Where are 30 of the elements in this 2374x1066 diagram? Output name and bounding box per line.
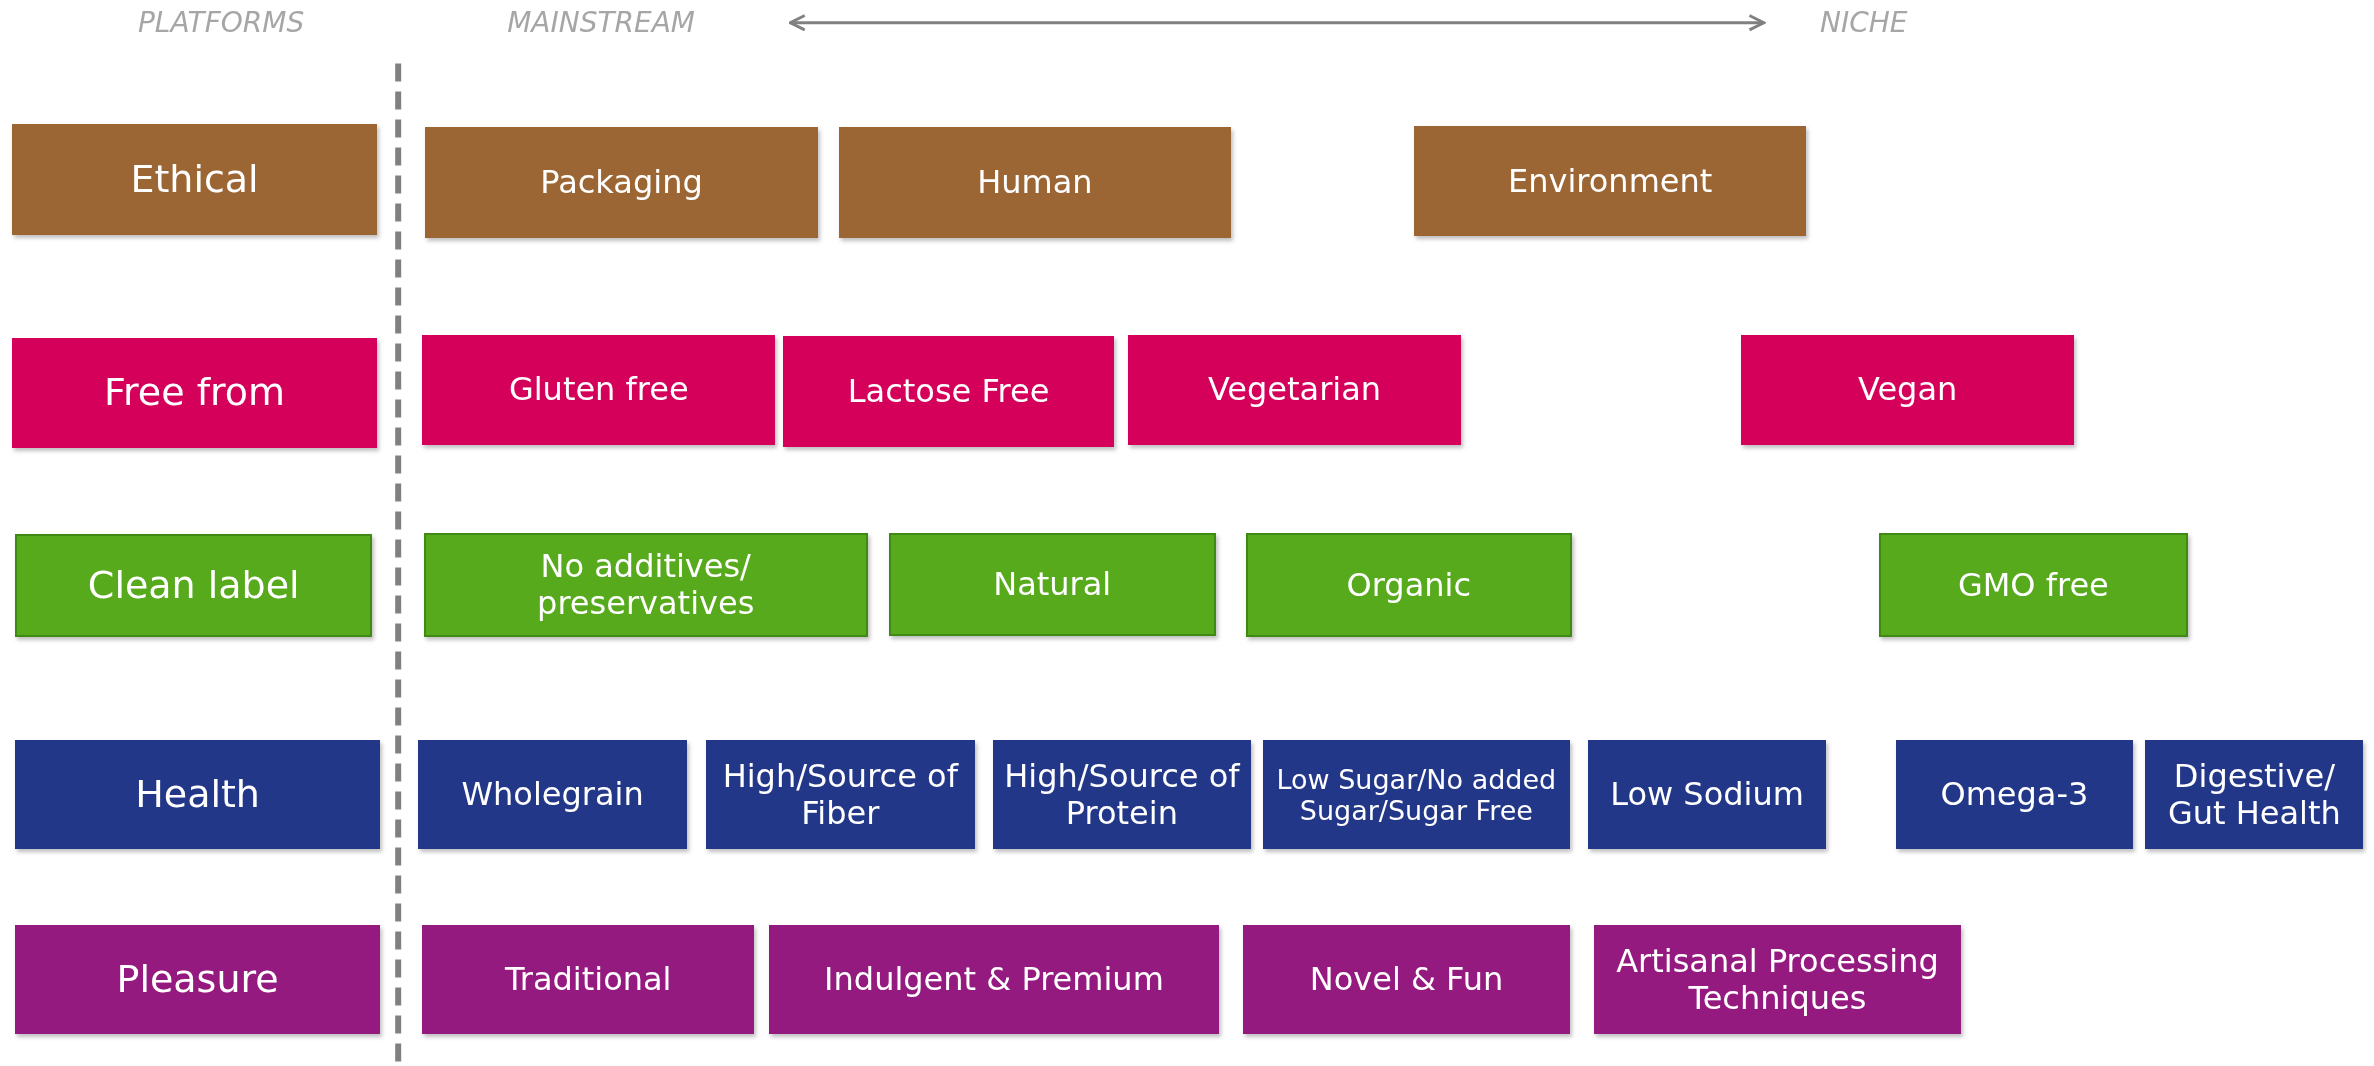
axis-label: NICHE: [1820, 6, 1908, 39]
trend-box: High/Source of Fiber: [705, 740, 975, 850]
platform-box: Clean label: [15, 534, 373, 638]
trend-box: Lactose Free: [782, 336, 1115, 447]
trend-box: Indulgent & Premium: [769, 925, 1219, 1035]
trend-box: Gluten free: [422, 334, 776, 446]
platform-box: Free from: [12, 337, 377, 449]
trend-box: Low Sodium: [1588, 740, 1826, 850]
trend-box: Traditional: [422, 925, 754, 1035]
trend-box: Vegetarian: [1127, 334, 1461, 446]
trend-box: Novel & Fun: [1243, 925, 1571, 1035]
trend-box: Organic: [1246, 532, 1572, 638]
axis-label: PLATFORMS: [137, 6, 305, 39]
trend-box: Natural: [888, 532, 1216, 636]
trend-box: Artisanal Processing Techniques: [1594, 925, 1961, 1035]
platform-box: Health: [15, 740, 380, 850]
trend-box: No additives/ preservatives: [423, 532, 868, 638]
trend-box: Vegan: [1741, 334, 2075, 446]
trend-box: Wholegrain: [417, 740, 688, 850]
trend-box: GMO free: [1878, 532, 2188, 638]
trend-box: Low Sugar/No added Sugar/Sugar Free: [1262, 740, 1571, 850]
trend-box: Omega-3: [1895, 740, 2134, 850]
axis-label: MAINSTREAM: [507, 6, 695, 39]
trend-box: Human: [838, 127, 1231, 238]
trend-box: Digestive/ Gut Health: [2145, 740, 2364, 850]
trend-box: Environment: [1414, 125, 1807, 237]
platform-box: Pleasure: [15, 925, 380, 1035]
trend-box: Packaging: [425, 127, 818, 238]
trend-box: High/Source of Protein: [993, 740, 1251, 850]
platform-box: Ethical: [12, 124, 377, 235]
